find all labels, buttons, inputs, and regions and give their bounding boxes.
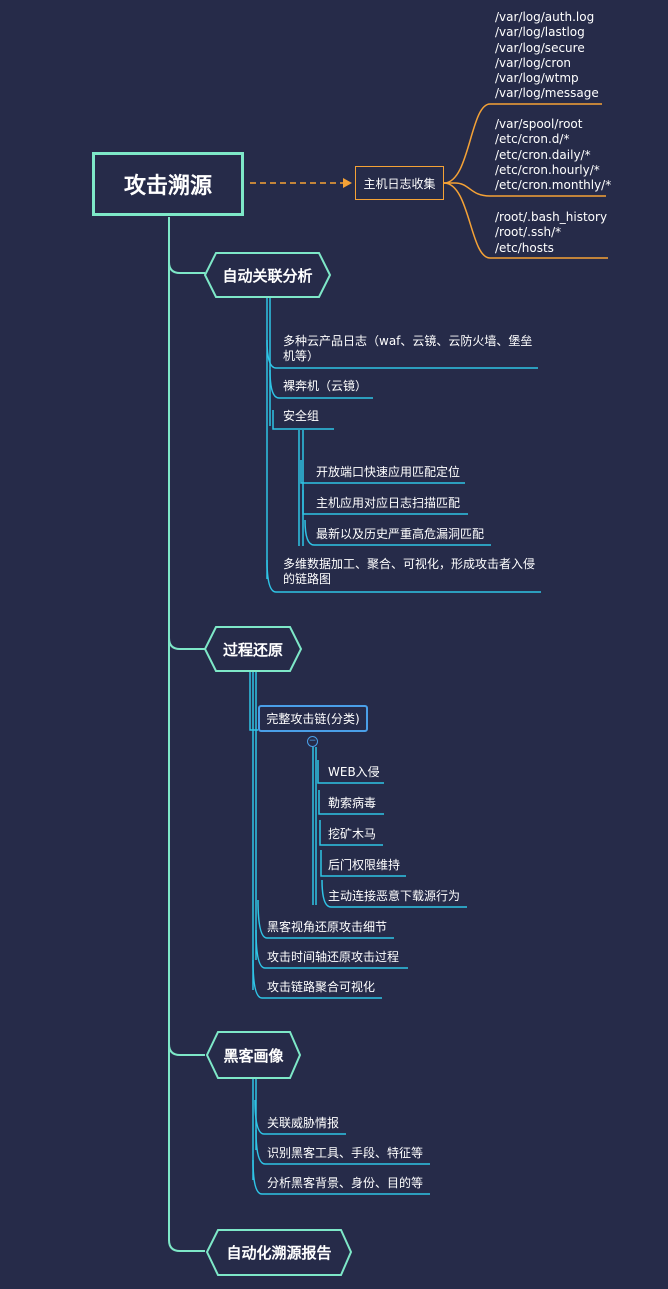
log-group-3: /root/.bash_history /root/.ssh/* /etc/ho… [495,210,607,256]
leaf-vuln-match[interactable]: 最新以及历史严重高危漏洞匹配 [316,527,485,541]
log-group-2: /var/spool/root /etc/cron.d/* /etc/cron.… [495,117,611,193]
leaf-open-port-match[interactable]: 开放端口快速应用匹配定位 [316,465,461,479]
branch1-connectors [266,298,541,593]
branch-process-restore[interactable]: 过程还原 [222,640,283,659]
log-path: /etc/cron.monthly/* [495,178,612,193]
branch2-connectors [249,672,467,999]
log-path: /root/.bash_history [495,210,608,224]
branch-auto-report[interactable]: 自动化溯源报告 [226,1244,332,1262]
log-group-1: /var/log/auth.log /var/log/lastlog /var/… [495,10,599,102]
leaf-security-group[interactable]: 安全组 [283,409,320,423]
leaf-chain-visualization[interactable]: 攻击链路聚合可视化 [267,980,376,994]
log-path: /etc/hosts [495,240,554,255]
leaf-ransomware[interactable]: 勒索病毒 [328,796,377,810]
log-collection-node[interactable]: 主机日志收集 [355,166,444,200]
log-path: /etc/cron.hourly/* [495,162,600,177]
attack-chain-node[interactable]: 完整攻击链(分类) [258,705,368,732]
leaf-malicious-download[interactable]: 主动连接恶意下载源行为 [328,889,461,903]
leaf-web-intrusion[interactable]: WEB入侵 [328,765,380,779]
leaf-cloud-logs[interactable]: 多种云产品日志（waf、云镜、云防火墙、堡垒机等） [283,334,533,363]
log-path: /etc/cron.d/* [495,132,570,147]
log-path: /root/.ssh/* [495,225,562,240]
leaf-attack-chain-graph[interactable]: 多维数据加工、聚合、可视化，形成攻击者入侵的链路图 [283,557,536,586]
leaf-hacker-background[interactable]: 分析黑客背景、身份、目的等 [267,1176,424,1190]
log-path: /etc/cron.daily/* [495,147,591,162]
log-path: /var/spool/root [495,117,583,131]
main-trunk [168,217,205,1252]
log-path: /var/log/secure [495,40,585,55]
branch-hexagons [203,252,353,1276]
leaf-hacker-tools[interactable]: 识别黑客工具、手段、特征等 [267,1146,424,1160]
leaf-backdoor[interactable]: 后门权限维持 [328,858,401,872]
leaf-host-app-log-scan[interactable]: 主机应用对应日志扫描匹配 [316,496,461,510]
branch3-connectors [252,1079,430,1195]
leaf-mining-trojan[interactable]: 挖矿木马 [328,827,377,841]
leaf-hacker-view[interactable]: 黑客视角还原攻击细节 [267,920,388,934]
root-node[interactable]: 攻击溯源 [92,152,244,216]
leaf-threat-intel[interactable]: 关联威胁情报 [267,1116,340,1130]
log-path: /var/log/auth.log [495,10,595,24]
branch-hacker-profile[interactable]: 黑客画像 [223,1046,284,1065]
branch-auto-correlation[interactable]: 自动关联分析 [222,266,313,285]
log-path: /var/log/cron [495,55,572,70]
log-fanout [443,103,608,259]
log-link [250,178,352,188]
leaf-timeline[interactable]: 攻击时间轴还原攻击过程 [267,950,400,964]
log-path: /var/log/lastlog [495,25,585,40]
leaf-bare-host[interactable]: 裸奔机（云镜） [283,379,368,393]
log-path: /var/log/wtmp [495,71,579,86]
collapse-icon[interactable]: − [307,736,318,747]
log-path: /var/log/message [495,86,599,101]
